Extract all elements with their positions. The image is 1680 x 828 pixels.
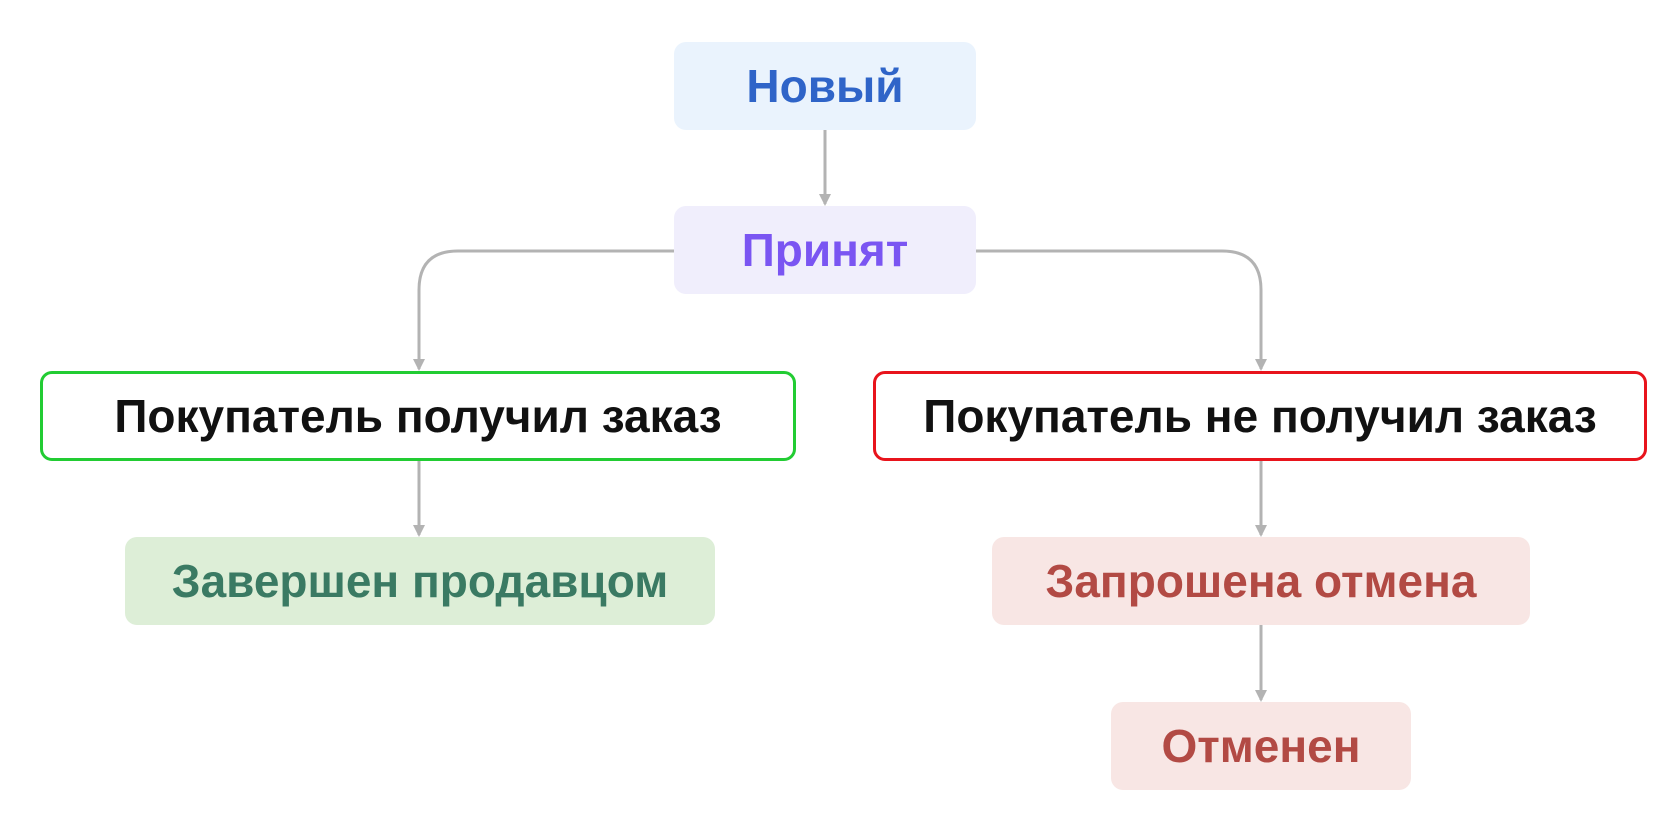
edge-accepted-to-not-received <box>976 249 1267 371</box>
node-new-label: Новый <box>746 60 904 112</box>
node-accepted-label: Принят <box>741 224 909 276</box>
node-completed-by-seller: Завершен продавцом <box>125 537 715 625</box>
edge-accepted-to-received <box>413 249 674 371</box>
node-cancel-requested-label: Запрошена отмена <box>1045 555 1477 607</box>
node-cancelled: Отменен <box>1111 702 1411 790</box>
node-buyer-not-received-order: Покупатель не получил заказ <box>873 371 1647 461</box>
node-buyer-received-order-label: Покупатель получил заказ <box>114 390 722 442</box>
node-cancel-requested: Запрошена отмена <box>992 537 1530 625</box>
node-accepted: Принят <box>674 206 976 294</box>
node-buyer-not-received-order-label: Покупатель не получил заказ <box>923 390 1597 442</box>
node-cancelled-label: Отменен <box>1161 720 1361 772</box>
node-buyer-received-order: Покупатель получил заказ <box>40 371 796 461</box>
node-new: Новый <box>674 42 976 130</box>
node-completed-by-seller-label: Завершен продавцом <box>171 555 669 607</box>
